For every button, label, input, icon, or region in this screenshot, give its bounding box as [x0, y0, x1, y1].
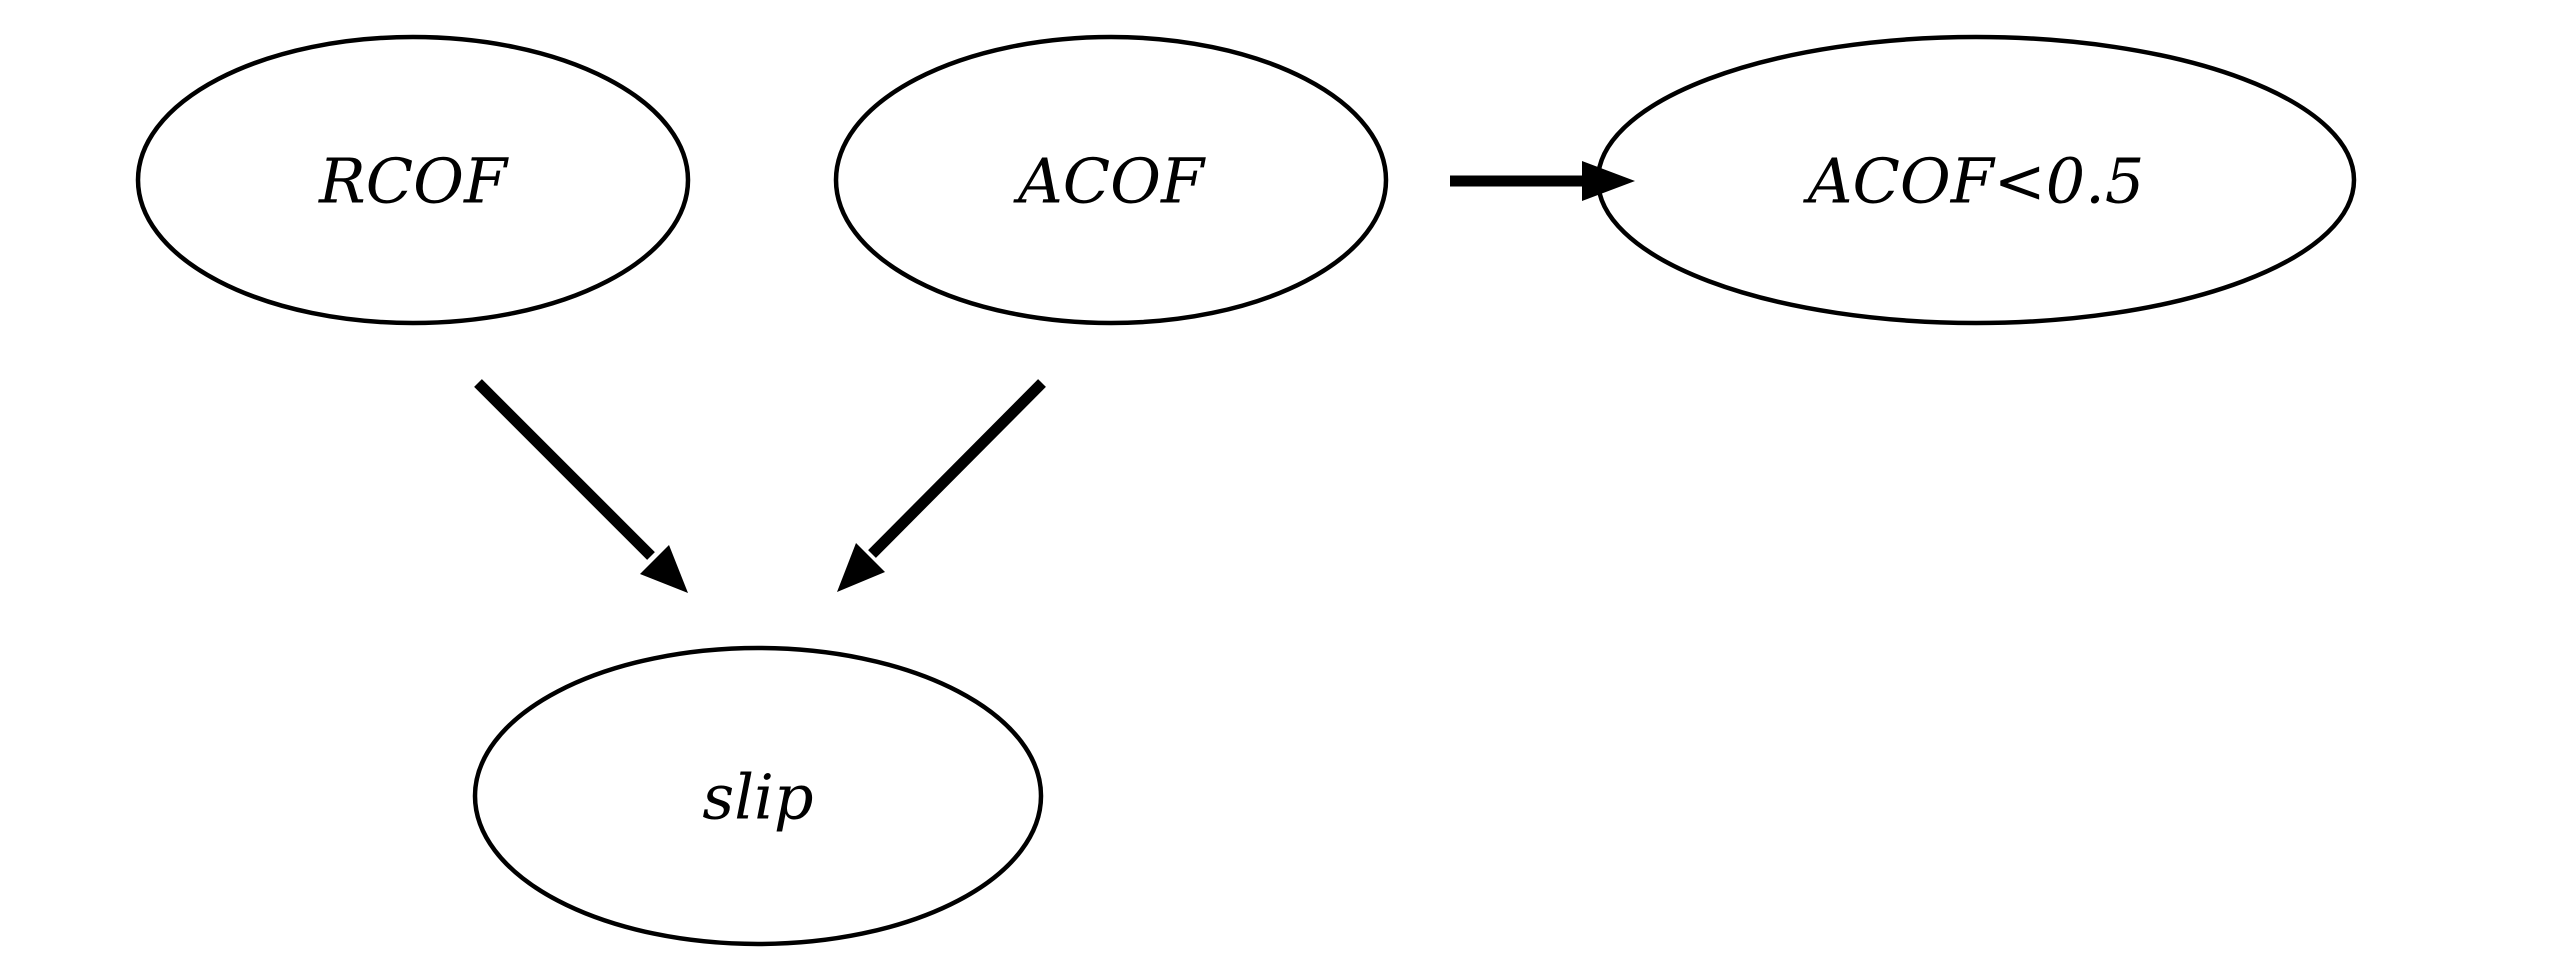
- edge-acof-to-slip-arrowhead: [837, 543, 885, 592]
- node-rcof-ellipse: [135, 34, 691, 326]
- edge-acof-to-slip: [837, 379, 1046, 592]
- node-acof: ACOF: [833, 34, 1389, 326]
- node-slip-ellipse: [472, 645, 1044, 947]
- edge-rcof-to-slip: [474, 379, 688, 593]
- node-acof-ellipse: [833, 34, 1389, 326]
- node-acof-threshold: ACOF<0.5: [1595, 34, 2357, 326]
- node-slip: slip: [472, 645, 1044, 947]
- node-acof-label: ACOF: [1013, 145, 1206, 218]
- edge-acof-to-acof-threshold-arrowhead: [1582, 161, 1635, 201]
- node-slip-label: slip: [702, 761, 813, 834]
- node-acof-threshold-label: ACOF<0.5: [1803, 145, 2145, 218]
- node-rcof-label: RCOF: [318, 145, 509, 218]
- edge-acof-to-slip-line: [868, 379, 1046, 558]
- edge-rcof-to-slip-arrowhead: [640, 545, 688, 593]
- edge-rcof-to-slip-line: [474, 379, 655, 560]
- edge-acof-to-acof-threshold: [1450, 161, 1635, 201]
- node-rcof: RCOF: [135, 34, 691, 326]
